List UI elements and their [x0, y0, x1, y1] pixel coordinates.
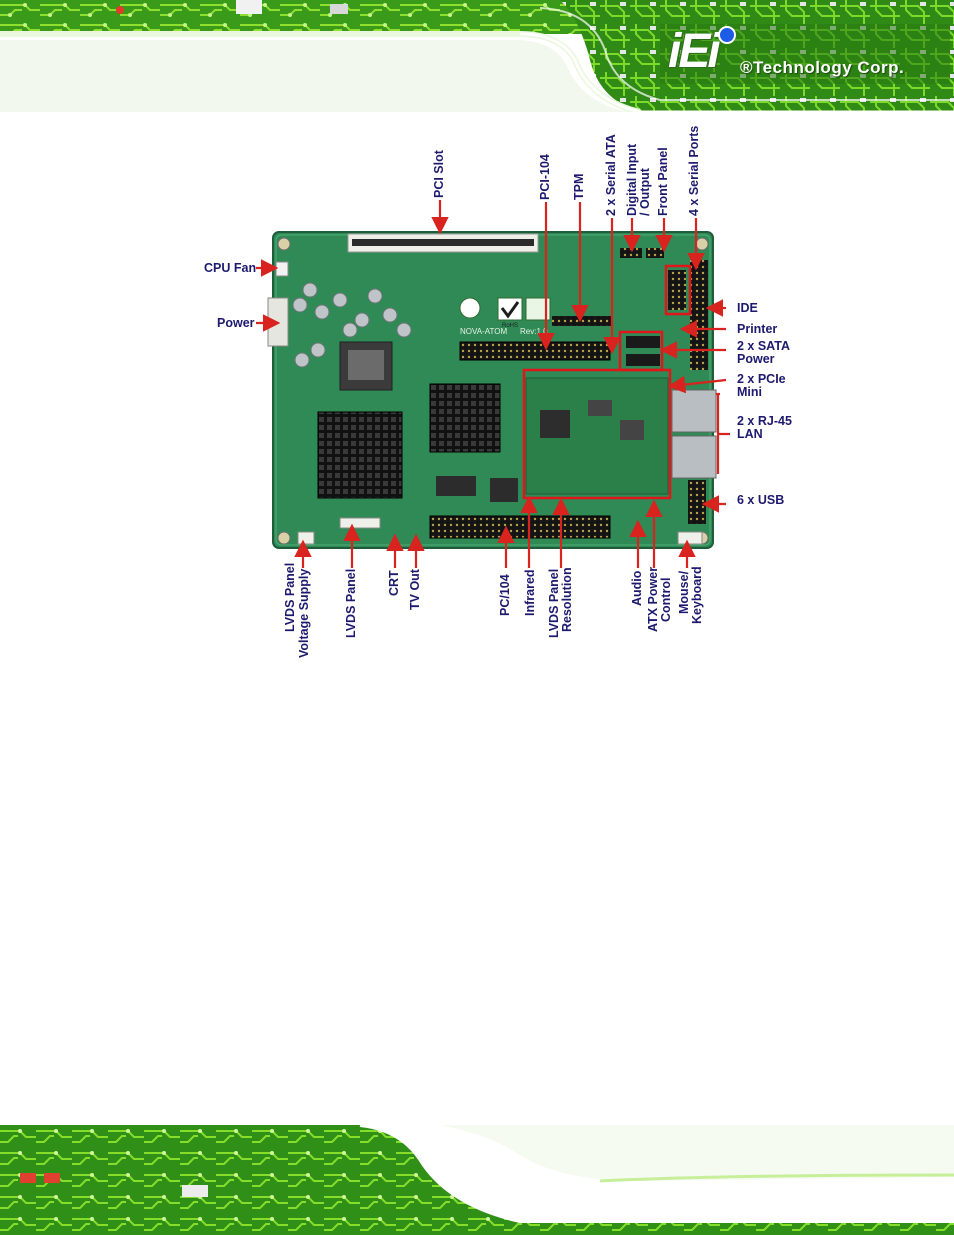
- footer-band: [0, 1125, 954, 1235]
- label-usb: 6 x USB: [737, 493, 785, 507]
- header-pcb-graphic: [0, 0, 954, 112]
- label-sata-power-1: 2 x SATA: [737, 339, 791, 353]
- label-digital-io-2: / Output: [638, 168, 652, 216]
- footer-pcb-graphic: [0, 1125, 954, 1235]
- label-front-panel: Front Panel: [656, 147, 670, 216]
- label-lvds-supply-1: LVDS Panel: [283, 562, 297, 632]
- logo-text: ®Technology Corp.: [740, 58, 905, 77]
- logo-mark: iEi: [668, 25, 721, 78]
- board-rev-text: Rev:1.0: [520, 327, 548, 336]
- label-serial-ports: 4 x Serial Ports: [687, 125, 701, 216]
- label-audio: Audio: [630, 570, 644, 606]
- logo-dot-icon: [718, 26, 736, 44]
- rohs-text: RoHS: [502, 323, 518, 329]
- label-cpu-fan: CPU Fan: [204, 261, 257, 275]
- company-logo: iEi ®Technology Corp.: [668, 25, 938, 82]
- label-lvds-panel: LVDS Panel: [344, 568, 358, 638]
- label-power: Power: [217, 316, 255, 330]
- label-sata-power-2: Power: [737, 352, 775, 366]
- board-model-text: NOVA-ATOM: [460, 327, 507, 336]
- label-serial-ata: 2 x Serial ATA: [604, 134, 618, 216]
- label-rj45-2: LAN: [737, 427, 763, 441]
- label-pcie-mini-2: Mini: [737, 385, 762, 399]
- label-lvds-res-2: Resolution: [560, 567, 574, 632]
- label-atx-2: Control: [659, 577, 673, 622]
- label-pcie-mini-1: 2 x PCIe: [737, 372, 786, 386]
- label-printer: Printer: [737, 322, 778, 336]
- board-photo: NOVA-ATOM Rev:1.0 RoHS: [256, 200, 730, 568]
- header-band: iEi ®Technology Corp.: [0, 0, 954, 112]
- label-tv-out: TV Out: [408, 569, 422, 610]
- label-pci-slot: PCI Slot: [432, 150, 446, 198]
- label-ide: IDE: [737, 301, 758, 315]
- label-lvds-supply-2: Voltage Supply: [297, 568, 311, 658]
- board-layout-diagram: NOVA-ATOM Rev:1.0 RoHS: [190, 120, 810, 658]
- label-rj45-1: 2 x RJ-45: [737, 414, 792, 428]
- label-mouse-2: Keyboard: [690, 566, 704, 624]
- label-infrared: Infrared: [523, 569, 537, 616]
- label-pci-104: PCI-104: [538, 154, 552, 200]
- label-tpm: TPM: [572, 173, 586, 200]
- label-crt: CRT: [387, 570, 401, 596]
- label-pc104: PC/104: [498, 574, 512, 616]
